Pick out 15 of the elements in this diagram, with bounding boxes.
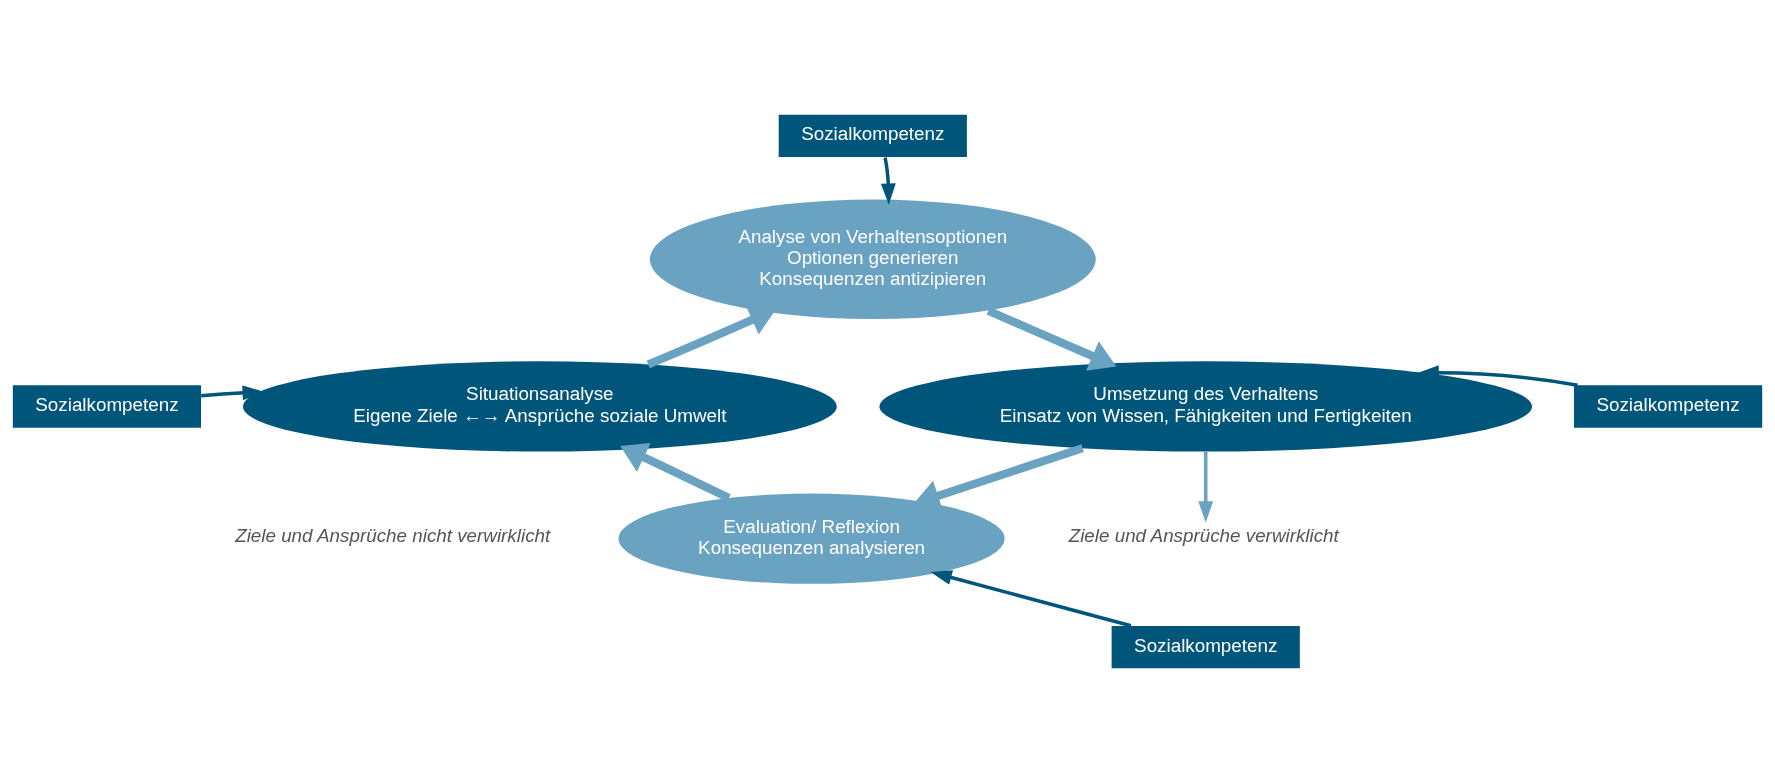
node-box: Sozialkompetenz: [1573, 384, 1763, 428]
node-text: Ziele und Ansprüche verwirklicht: [1068, 524, 1339, 546]
arrow: [1198, 451, 1214, 523]
arrow: [201, 384, 264, 400]
arrow: [1417, 364, 1578, 387]
node-box: Sozialkompetenz: [12, 384, 202, 428]
node-ellipse: Umsetzung des Verhaltens Einsatz von Wissen, Fähigkeiten und Fertigkeiten: [879, 360, 1533, 452]
label: Ziele und Ansprüche nicht verwirklicht: [235, 524, 551, 546]
arrow: [930, 569, 1132, 627]
node-box: Sozialkompetenz: [1111, 625, 1300, 668]
node-ellipse: Analyse von Verhaltensoptionen Optionen generieren Konsequenzen antizipieren: [649, 199, 1096, 319]
arrow: [986, 306, 1117, 371]
arrow: [620, 442, 731, 502]
node-box: Sozialkompetenz: [778, 114, 967, 157]
arrow: [880, 156, 896, 205]
